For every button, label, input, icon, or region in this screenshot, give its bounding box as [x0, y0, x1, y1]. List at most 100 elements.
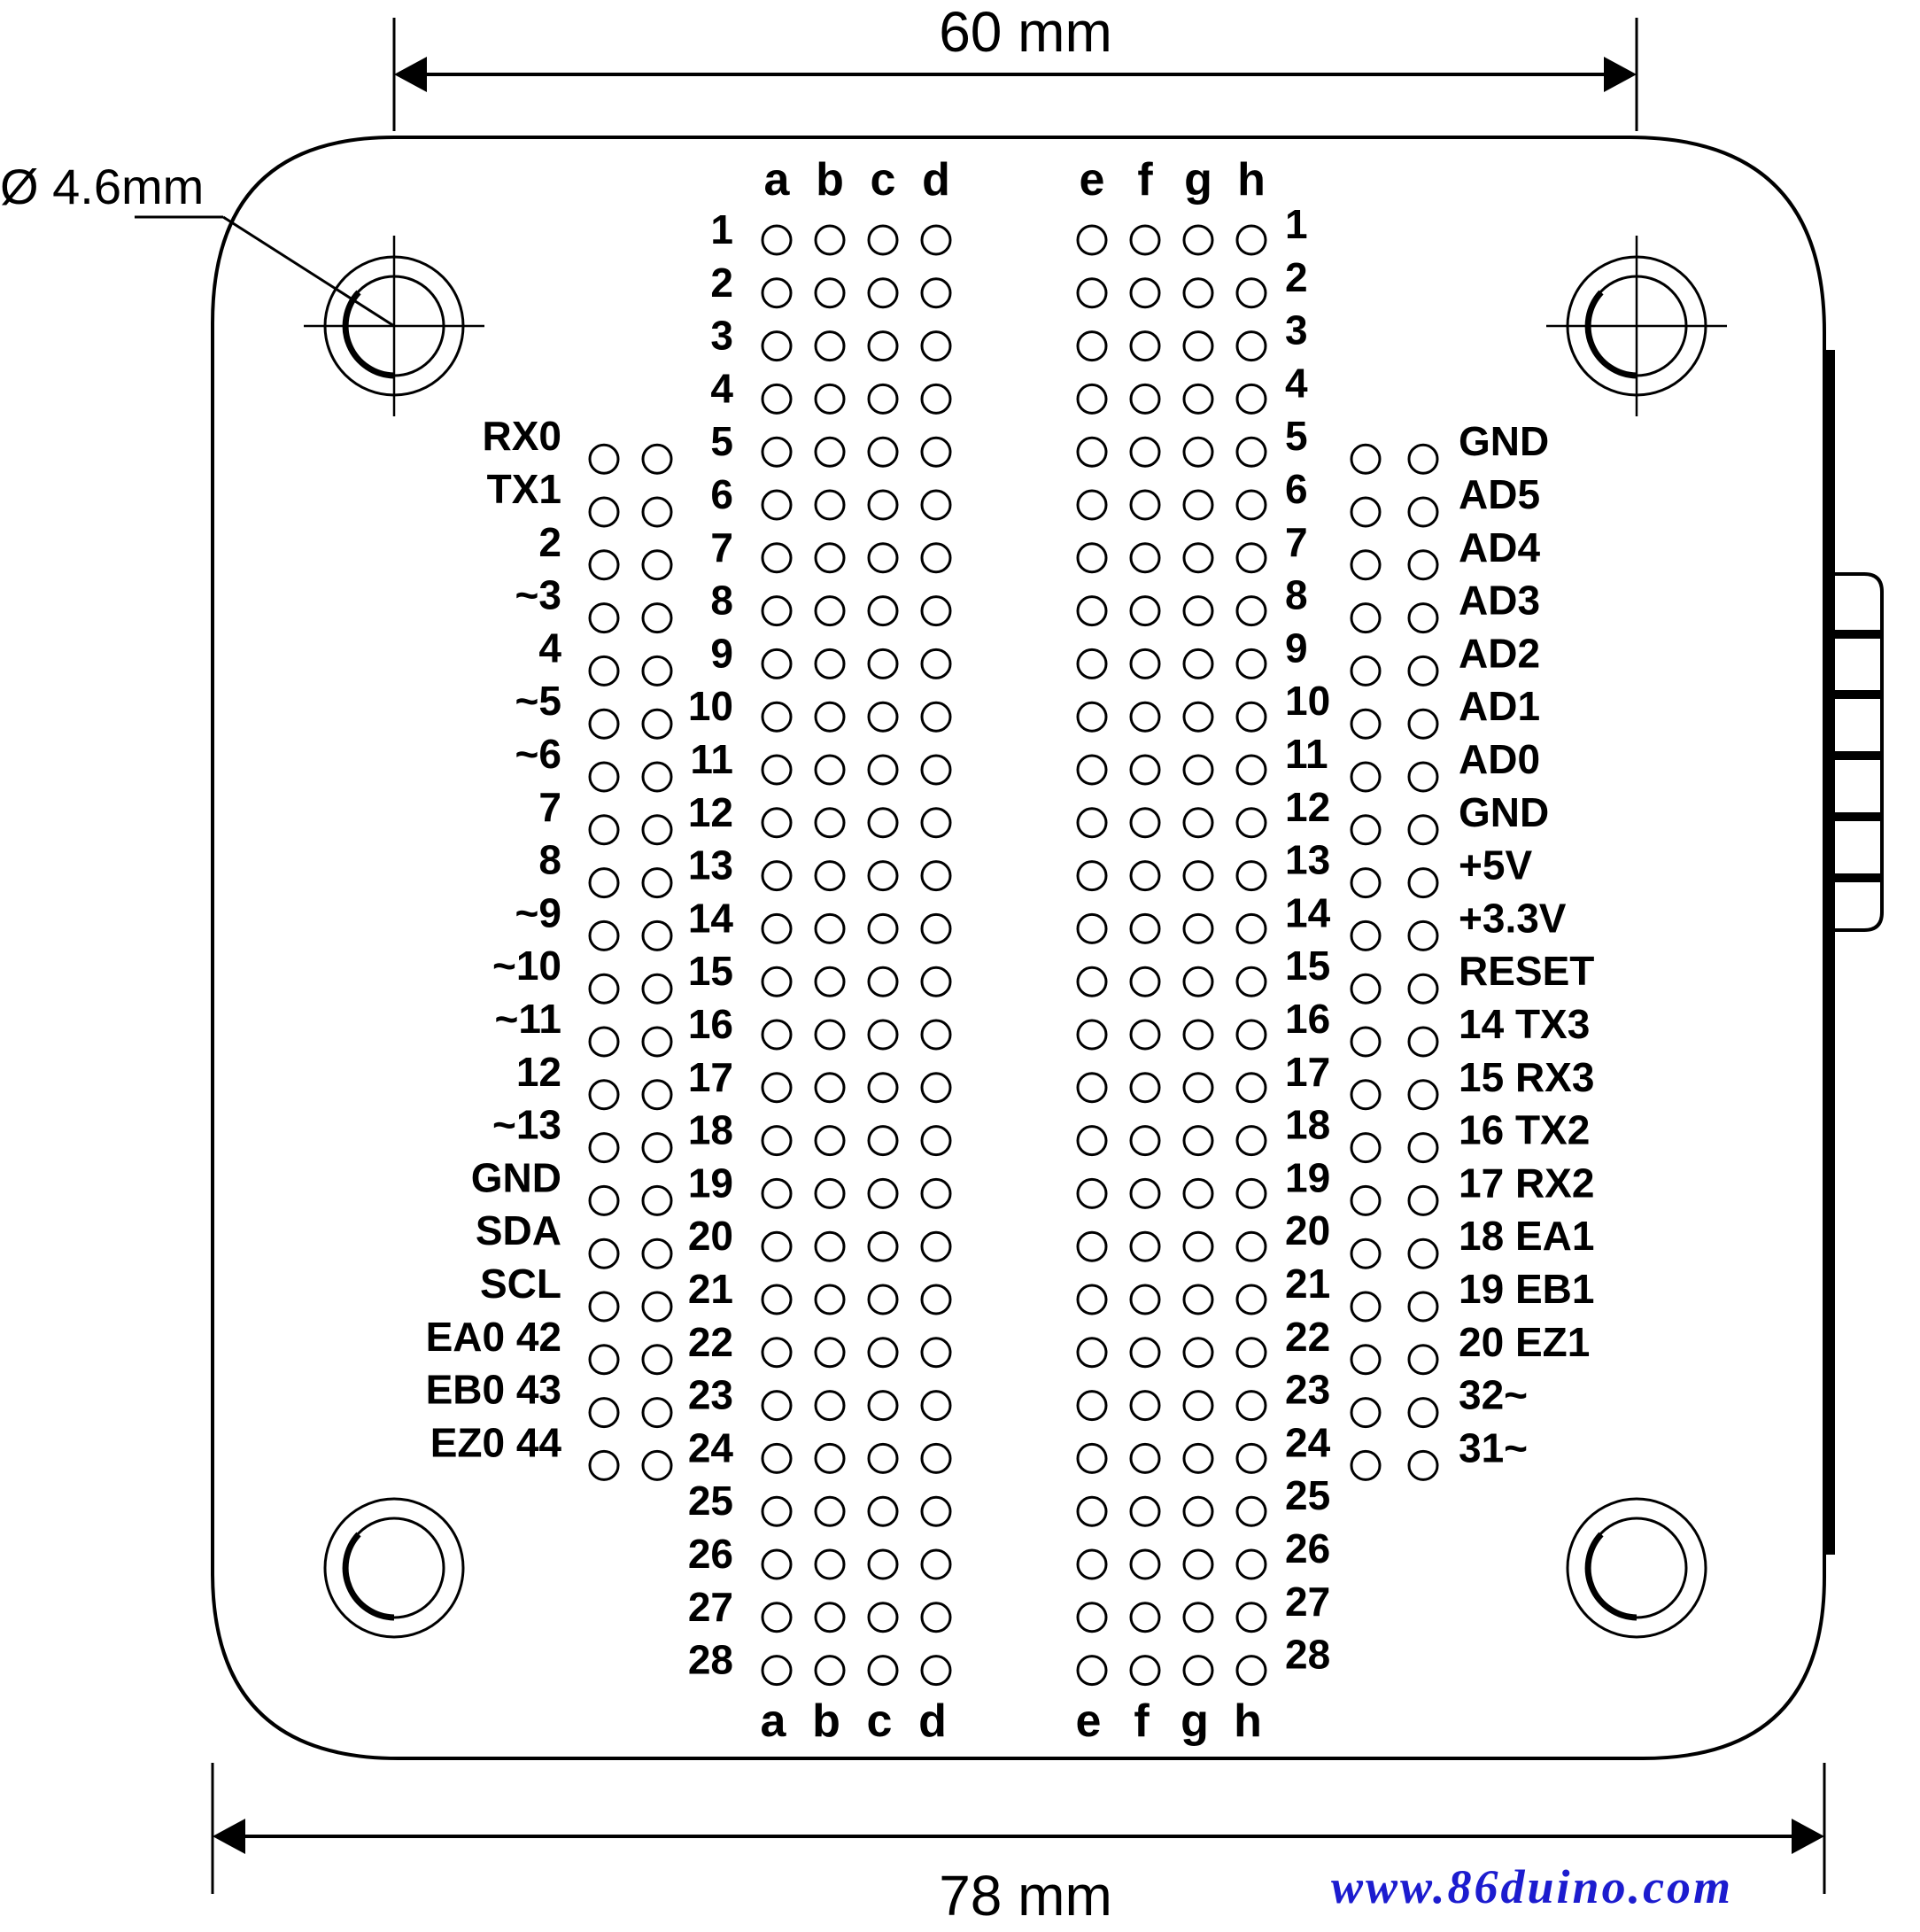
proto-hole	[1182, 1548, 1214, 1580]
pin-label-left: SDA	[476, 1207, 561, 1253]
row-number-right: 18	[1285, 1102, 1330, 1148]
pin-hole	[641, 549, 673, 581]
column-header-top: d	[922, 154, 950, 206]
pin-hole	[1407, 1291, 1439, 1323]
column-header-top: f	[1137, 154, 1153, 206]
proto-hole	[1182, 701, 1214, 733]
proto-hole	[761, 1602, 793, 1633]
proto-hole	[1076, 436, 1108, 468]
pin-hole	[1407, 549, 1439, 581]
pin-hole	[1350, 655, 1382, 687]
proto-hole	[761, 542, 793, 574]
row-number-left: 17	[688, 1054, 733, 1100]
proto-hole	[1129, 648, 1161, 679]
proto-hole	[814, 489, 846, 521]
proto-hole	[1076, 1602, 1108, 1633]
proto-hole	[1182, 966, 1214, 997]
proto-hole	[761, 912, 793, 944]
pin-label-left: EB0 43	[426, 1367, 561, 1413]
proto-hole	[1129, 1602, 1161, 1633]
proto-hole	[1076, 542, 1108, 574]
proto-hole	[1076, 807, 1108, 839]
proto-hole	[1235, 1230, 1267, 1262]
proto-hole	[920, 648, 952, 679]
proto-hole	[1129, 1442, 1161, 1474]
proto-hole	[1129, 224, 1161, 256]
proto-hole	[867, 966, 899, 997]
proto-hole	[1129, 489, 1161, 521]
hole-diameter-label: Ø 4.6mm	[0, 159, 204, 214]
row-number-right: 25	[1285, 1472, 1330, 1518]
pin-hole	[641, 1449, 673, 1481]
proto-hole	[920, 860, 952, 892]
proto-hole	[1129, 754, 1161, 786]
pin-hole	[588, 443, 620, 475]
proto-hole	[1235, 595, 1267, 627]
pin-hole	[1350, 443, 1382, 475]
proto-hole	[1129, 436, 1161, 468]
pin-hole	[641, 867, 673, 899]
proto-hole	[761, 648, 793, 679]
row-number-left: 1	[710, 206, 733, 252]
proto-hole	[1182, 648, 1214, 679]
row-number-left: 4	[710, 365, 733, 411]
row-number-right: 16	[1285, 996, 1330, 1042]
mounting-hole-top-right	[1546, 236, 1727, 416]
pin-hole	[641, 496, 673, 528]
pin-hole	[1407, 1184, 1439, 1216]
bottom-dimension: 78 mm	[211, 1763, 1826, 1928]
pin-hole	[1407, 708, 1439, 740]
row-number-right: 9	[1285, 625, 1308, 671]
pin-label-right: 19 EB1	[1459, 1266, 1594, 1312]
proto-hole	[814, 1548, 846, 1580]
proto-hole	[1129, 1019, 1161, 1051]
proto-hole	[1182, 542, 1214, 574]
proto-hole	[814, 1019, 846, 1051]
proto-hole	[761, 860, 793, 892]
proto-hole	[920, 701, 952, 733]
proto-hole	[1129, 966, 1161, 997]
proto-hole	[867, 912, 899, 944]
pin-hole	[588, 1344, 620, 1376]
pin-hole	[1407, 602, 1439, 634]
proto-hole	[920, 912, 952, 944]
proto-hole	[920, 1072, 952, 1104]
pin-hole	[641, 761, 673, 793]
proto-hole	[1076, 595, 1108, 627]
pin-label-right: 15 RX3	[1459, 1054, 1594, 1100]
column-header-top: b	[816, 154, 844, 206]
pin-hole	[1407, 761, 1439, 793]
proto-hole	[1076, 966, 1108, 997]
proto-hole	[867, 436, 899, 468]
pin-hole	[1350, 867, 1382, 899]
proto-hole	[920, 1548, 952, 1580]
proto-hole	[1076, 860, 1108, 892]
proto-hole	[814, 1495, 846, 1527]
pin-hole	[641, 1079, 673, 1111]
proto-hole	[1129, 912, 1161, 944]
proto-hole	[814, 701, 846, 733]
pin-label-left: ~10	[492, 943, 561, 989]
proto-hole	[1182, 1390, 1214, 1422]
pin-hole	[641, 1291, 673, 1323]
proto-hole	[1076, 224, 1108, 256]
proto-hole	[1235, 1548, 1267, 1580]
proto-hole	[920, 754, 952, 786]
pin-hole	[1407, 867, 1439, 899]
proto-hole	[1129, 1337, 1161, 1369]
proto-hole	[814, 754, 846, 786]
pin-label-right: 17 RX2	[1459, 1160, 1594, 1206]
proto-hole	[761, 436, 793, 468]
top-dimension: 60 mm	[392, 0, 1638, 131]
proto-hole	[761, 807, 793, 839]
pin-hole	[588, 496, 620, 528]
proto-hole	[920, 1019, 952, 1051]
row-number-left: 12	[688, 789, 733, 835]
proto-hole	[1076, 1284, 1108, 1315]
pin-hole	[1350, 1449, 1382, 1481]
proto-hole	[1235, 1019, 1267, 1051]
pin-hole	[588, 549, 620, 581]
row-number-right: 19	[1285, 1154, 1330, 1200]
pin-hole	[588, 1238, 620, 1269]
mounting-hole-top-left	[304, 236, 484, 416]
